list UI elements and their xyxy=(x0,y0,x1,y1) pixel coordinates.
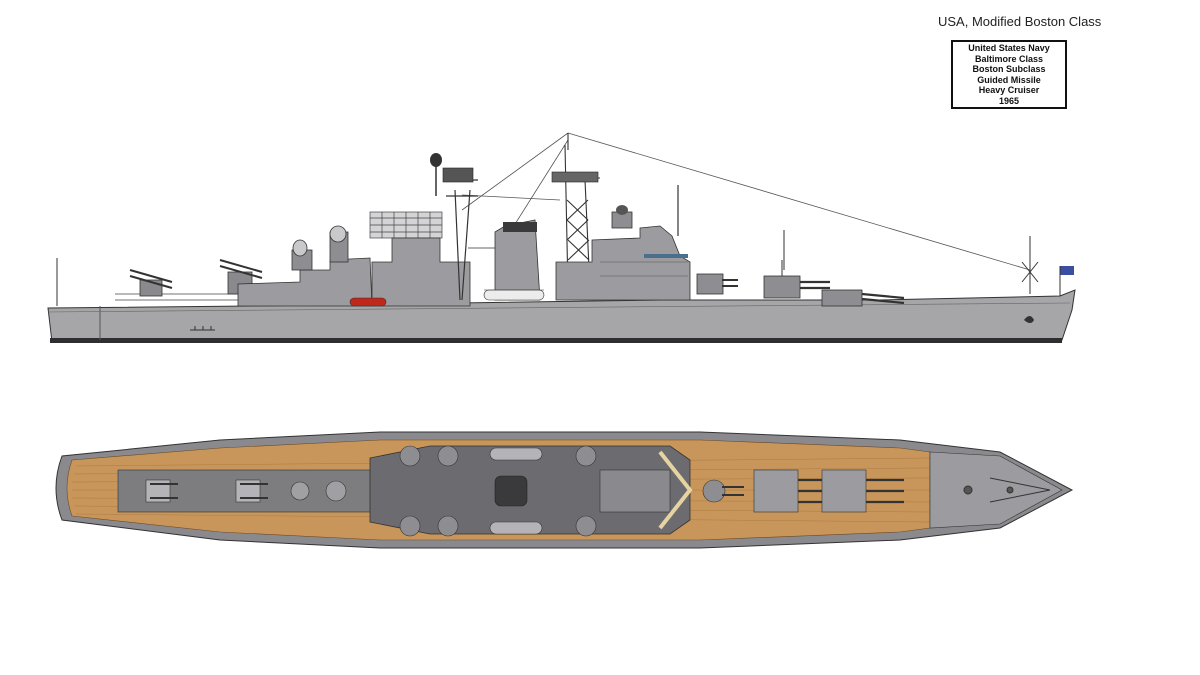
info-line-navy: United States Navy xyxy=(968,43,1050,53)
draft-marks xyxy=(190,326,215,331)
bridge-windows xyxy=(644,254,688,258)
bow-mast xyxy=(1021,236,1039,294)
plan-boat-stbd xyxy=(489,521,543,535)
plan-mount-6 xyxy=(575,515,597,537)
plan-turret-b xyxy=(753,469,824,513)
aft-director xyxy=(291,225,349,271)
funnel-cap xyxy=(503,222,537,232)
deck-line xyxy=(47,302,1071,313)
plan-mount-4 xyxy=(437,515,459,537)
plan-launcher-aft xyxy=(145,479,178,503)
plan-bow-fittings xyxy=(963,477,1051,503)
drawing-title: USA, Modified Boston Class xyxy=(938,14,1102,29)
plan-boat-port xyxy=(489,447,543,461)
plan-mount-1 xyxy=(399,445,421,467)
plan-mount-5 xyxy=(575,445,597,467)
plan-breakwater xyxy=(658,450,693,530)
plan-bridge xyxy=(599,469,671,513)
missile-launcher-aft xyxy=(129,269,173,297)
aft-railing xyxy=(115,293,245,301)
turret-b xyxy=(763,260,830,299)
aft-mast-platform xyxy=(442,167,474,183)
info-box: United States Navy Baltimore Class Bosto… xyxy=(951,40,1067,109)
bow-flag xyxy=(1060,266,1074,275)
bridge-superstructure xyxy=(555,225,691,301)
bridge-details xyxy=(600,261,688,277)
aft-mast-antenna xyxy=(430,153,442,167)
plan-launcher-fwd xyxy=(235,479,268,503)
boat-red xyxy=(349,297,387,307)
twin-5in-mount xyxy=(696,273,738,295)
foremast-platform xyxy=(551,171,599,183)
info-line-type2: Heavy Cruiser xyxy=(978,85,1040,95)
plan-director-aft xyxy=(290,481,310,501)
boot-top xyxy=(50,338,1062,343)
anchor-icon xyxy=(1024,316,1034,323)
info-line-subclass: Boston Subclass xyxy=(972,64,1046,74)
plan-turret-a xyxy=(821,469,904,513)
aft-superstructure xyxy=(237,257,373,307)
plan-mount-2 xyxy=(399,515,421,537)
info-line-class: Baltimore Class xyxy=(974,53,1044,64)
turret-a xyxy=(821,289,905,307)
plan-foredeck xyxy=(929,451,1063,529)
plan-director-2 xyxy=(325,480,347,502)
info-line-type: Guided Missile xyxy=(977,74,1041,85)
info-line-year: 1965 xyxy=(998,95,1020,106)
plan-twin-mount xyxy=(702,479,744,503)
plan-funnel xyxy=(494,475,528,507)
mid-superstructure xyxy=(371,237,471,307)
plan-mount-3 xyxy=(437,445,459,467)
radar-array xyxy=(369,211,443,239)
